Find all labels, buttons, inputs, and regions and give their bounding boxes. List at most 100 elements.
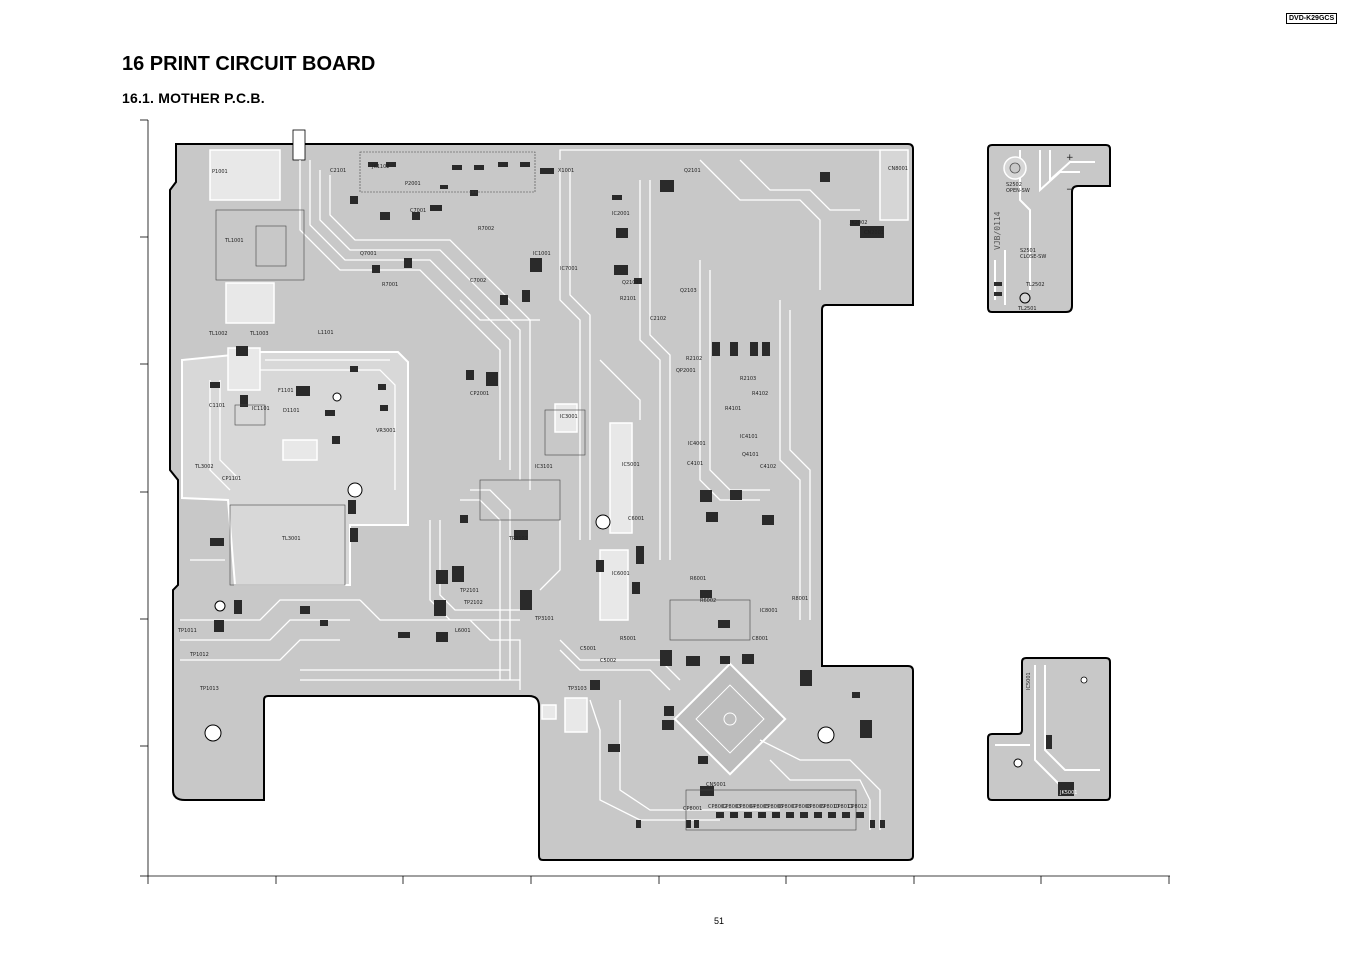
svg-text:CN8001: CN8001	[888, 166, 908, 172]
jack-board: JK5001 IC5001	[987, 657, 1111, 801]
svg-text:IC7001: IC7001	[560, 266, 578, 272]
svg-text:P2001: P2001	[405, 181, 421, 187]
mounting-holes	[204, 392, 835, 744]
component-outlines	[215, 151, 857, 831]
svg-text:CP8009: CP8009	[806, 804, 825, 810]
svg-text:CP8004: CP8004	[736, 804, 755, 810]
svg-text:C7002: C7002	[470, 278, 486, 284]
svg-text:TL2501: TL2501	[1017, 306, 1037, 312]
qfp-chip	[673, 662, 787, 776]
svg-text:R5001: R5001	[620, 636, 636, 642]
switch-board: + − VJB/0114 S2502 OPEN-SW S2501 CLOSE-S…	[987, 144, 1111, 313]
model-tag: DVD-K29GCS	[1286, 13, 1338, 24]
svg-text:TP3101: TP3101	[534, 616, 554, 622]
svg-text:IC6001: IC6001	[612, 571, 630, 577]
svg-text:TP2102: TP2102	[463, 600, 483, 606]
svg-text:L1101: L1101	[318, 330, 334, 336]
svg-text:C6001: C6001	[628, 516, 644, 522]
svg-text:TL2502: TL2502	[1025, 282, 1045, 288]
svg-text:CLOSE-SW: CLOSE-SW	[1020, 254, 1046, 260]
svg-text:P1001: P1001	[212, 169, 228, 175]
svg-text:−: −	[1066, 185, 1074, 195]
svg-text:CP2001: CP2001	[470, 391, 489, 397]
svg-text:CP8005: CP8005	[750, 804, 769, 810]
svg-text:R7002: R7002	[478, 226, 494, 232]
svg-text:TP1012: TP1012	[189, 652, 209, 658]
svg-text:IC8001: IC8001	[760, 608, 778, 614]
board-marking: VJB/0114	[993, 211, 1002, 250]
svg-text:IC1101: IC1101	[252, 406, 270, 412]
svg-text:IC1001: IC1001	[533, 251, 551, 257]
svg-text:R4101: R4101	[725, 406, 741, 412]
svg-text:S2501: S2501	[1020, 248, 1036, 254]
svg-text:CP8008: CP8008	[792, 804, 811, 810]
page-number: 51	[713, 916, 724, 926]
svg-text:TP2101: TP2101	[459, 588, 479, 594]
components	[210, 162, 884, 796]
svg-text:CP8006: CP8006	[764, 804, 783, 810]
svg-text:VR3001: VR3001	[376, 428, 396, 434]
svg-text:TL1001: TL1001	[224, 238, 244, 244]
svg-text:R2103: R2103	[740, 376, 756, 382]
svg-text:JK5001: JK5001	[1059, 790, 1077, 796]
svg-text:IC5001: IC5001	[622, 462, 640, 468]
svg-text:JK1102: JK1102	[371, 164, 389, 170]
svg-text:R6001: R6001	[690, 576, 706, 582]
svg-text:D1101: D1101	[283, 408, 300, 414]
svg-text:IC2001: IC2001	[612, 211, 630, 217]
svg-text:TP3103: TP3103	[567, 686, 587, 692]
svg-text:CP1101: CP1101	[222, 476, 241, 482]
main-board-labels: P1001 TL1001 TL1002 TL1003 IC1101 D1101 …	[177, 164, 908, 812]
svg-text:C5001: C5001	[580, 646, 596, 652]
svg-text:IC3101: IC3101	[535, 464, 553, 470]
svg-text:Q2103: Q2103	[680, 288, 697, 294]
svg-text:IC3001: IC3001	[560, 414, 578, 420]
svg-text:TL1002: TL1002	[208, 331, 228, 337]
svg-text:TP1011: TP1011	[177, 628, 197, 634]
svg-text:CP8007: CP8007	[778, 804, 797, 810]
svg-text:L6001: L6001	[455, 628, 471, 634]
svg-text:IC5001: IC5001	[1026, 672, 1032, 690]
jack-board-outline	[987, 657, 1111, 801]
svg-text:CP8001: CP8001	[683, 806, 702, 812]
svg-text:C4102: C4102	[760, 464, 776, 470]
svg-text:+: +	[1066, 153, 1074, 163]
svg-text:IC4101: IC4101	[740, 434, 758, 440]
svg-text:F1101: F1101	[278, 388, 294, 394]
svg-text:Q2101: Q2101	[684, 168, 701, 174]
main-board: P1001 TL1001 TL1002 TL1003 IC1101 D1101 …	[169, 129, 914, 861]
svg-text:C7001: C7001	[410, 208, 426, 214]
svg-text:CP8011: CP8011	[834, 804, 853, 810]
svg-text:C5002: C5002	[600, 658, 616, 664]
svg-text:JK2002: JK2002	[849, 220, 867, 226]
svg-text:CN2001: CN2001	[864, 230, 884, 236]
svg-text:TL3001: TL3001	[281, 536, 301, 542]
svg-text:CP8003: CP8003	[722, 804, 741, 810]
svg-text:CP8002: CP8002	[708, 804, 727, 810]
svg-text:QP2001: QP2001	[676, 368, 696, 374]
svg-text:R6002: R6002	[700, 598, 716, 604]
svg-text:S2502: S2502	[1006, 182, 1022, 188]
svg-text:C4101: C4101	[687, 461, 703, 467]
svg-text:Q2102: Q2102	[622, 280, 639, 286]
svg-text:R7001: R7001	[382, 282, 398, 288]
svg-text:TP3102: TP3102	[508, 536, 528, 542]
svg-text:C1101: C1101	[209, 403, 225, 409]
page-title: 16 PRINT CIRCUIT BOARD	[122, 53, 376, 75]
svg-text:IC4001: IC4001	[688, 441, 706, 447]
svg-text:R4102: R4102	[752, 391, 768, 397]
svg-text:CP8012: CP8012	[848, 804, 867, 810]
svg-text:CN5001: CN5001	[706, 782, 726, 788]
svg-text:Q4101: Q4101	[742, 452, 759, 458]
svg-text:OPEN-SW: OPEN-SW	[1006, 188, 1030, 194]
svg-text:R2102: R2102	[686, 356, 702, 362]
section-title: 16.1. MOTHER P.C.B.	[122, 90, 265, 106]
svg-text:C2102: C2102	[650, 316, 666, 322]
svg-text:R8001: R8001	[792, 596, 808, 602]
svg-text:C2101: C2101	[330, 168, 346, 174]
switch-board-outline	[987, 144, 1111, 313]
connector-strip	[636, 812, 885, 828]
svg-text:Q7001: Q7001	[360, 251, 377, 257]
grid-frame	[140, 119, 1170, 884]
